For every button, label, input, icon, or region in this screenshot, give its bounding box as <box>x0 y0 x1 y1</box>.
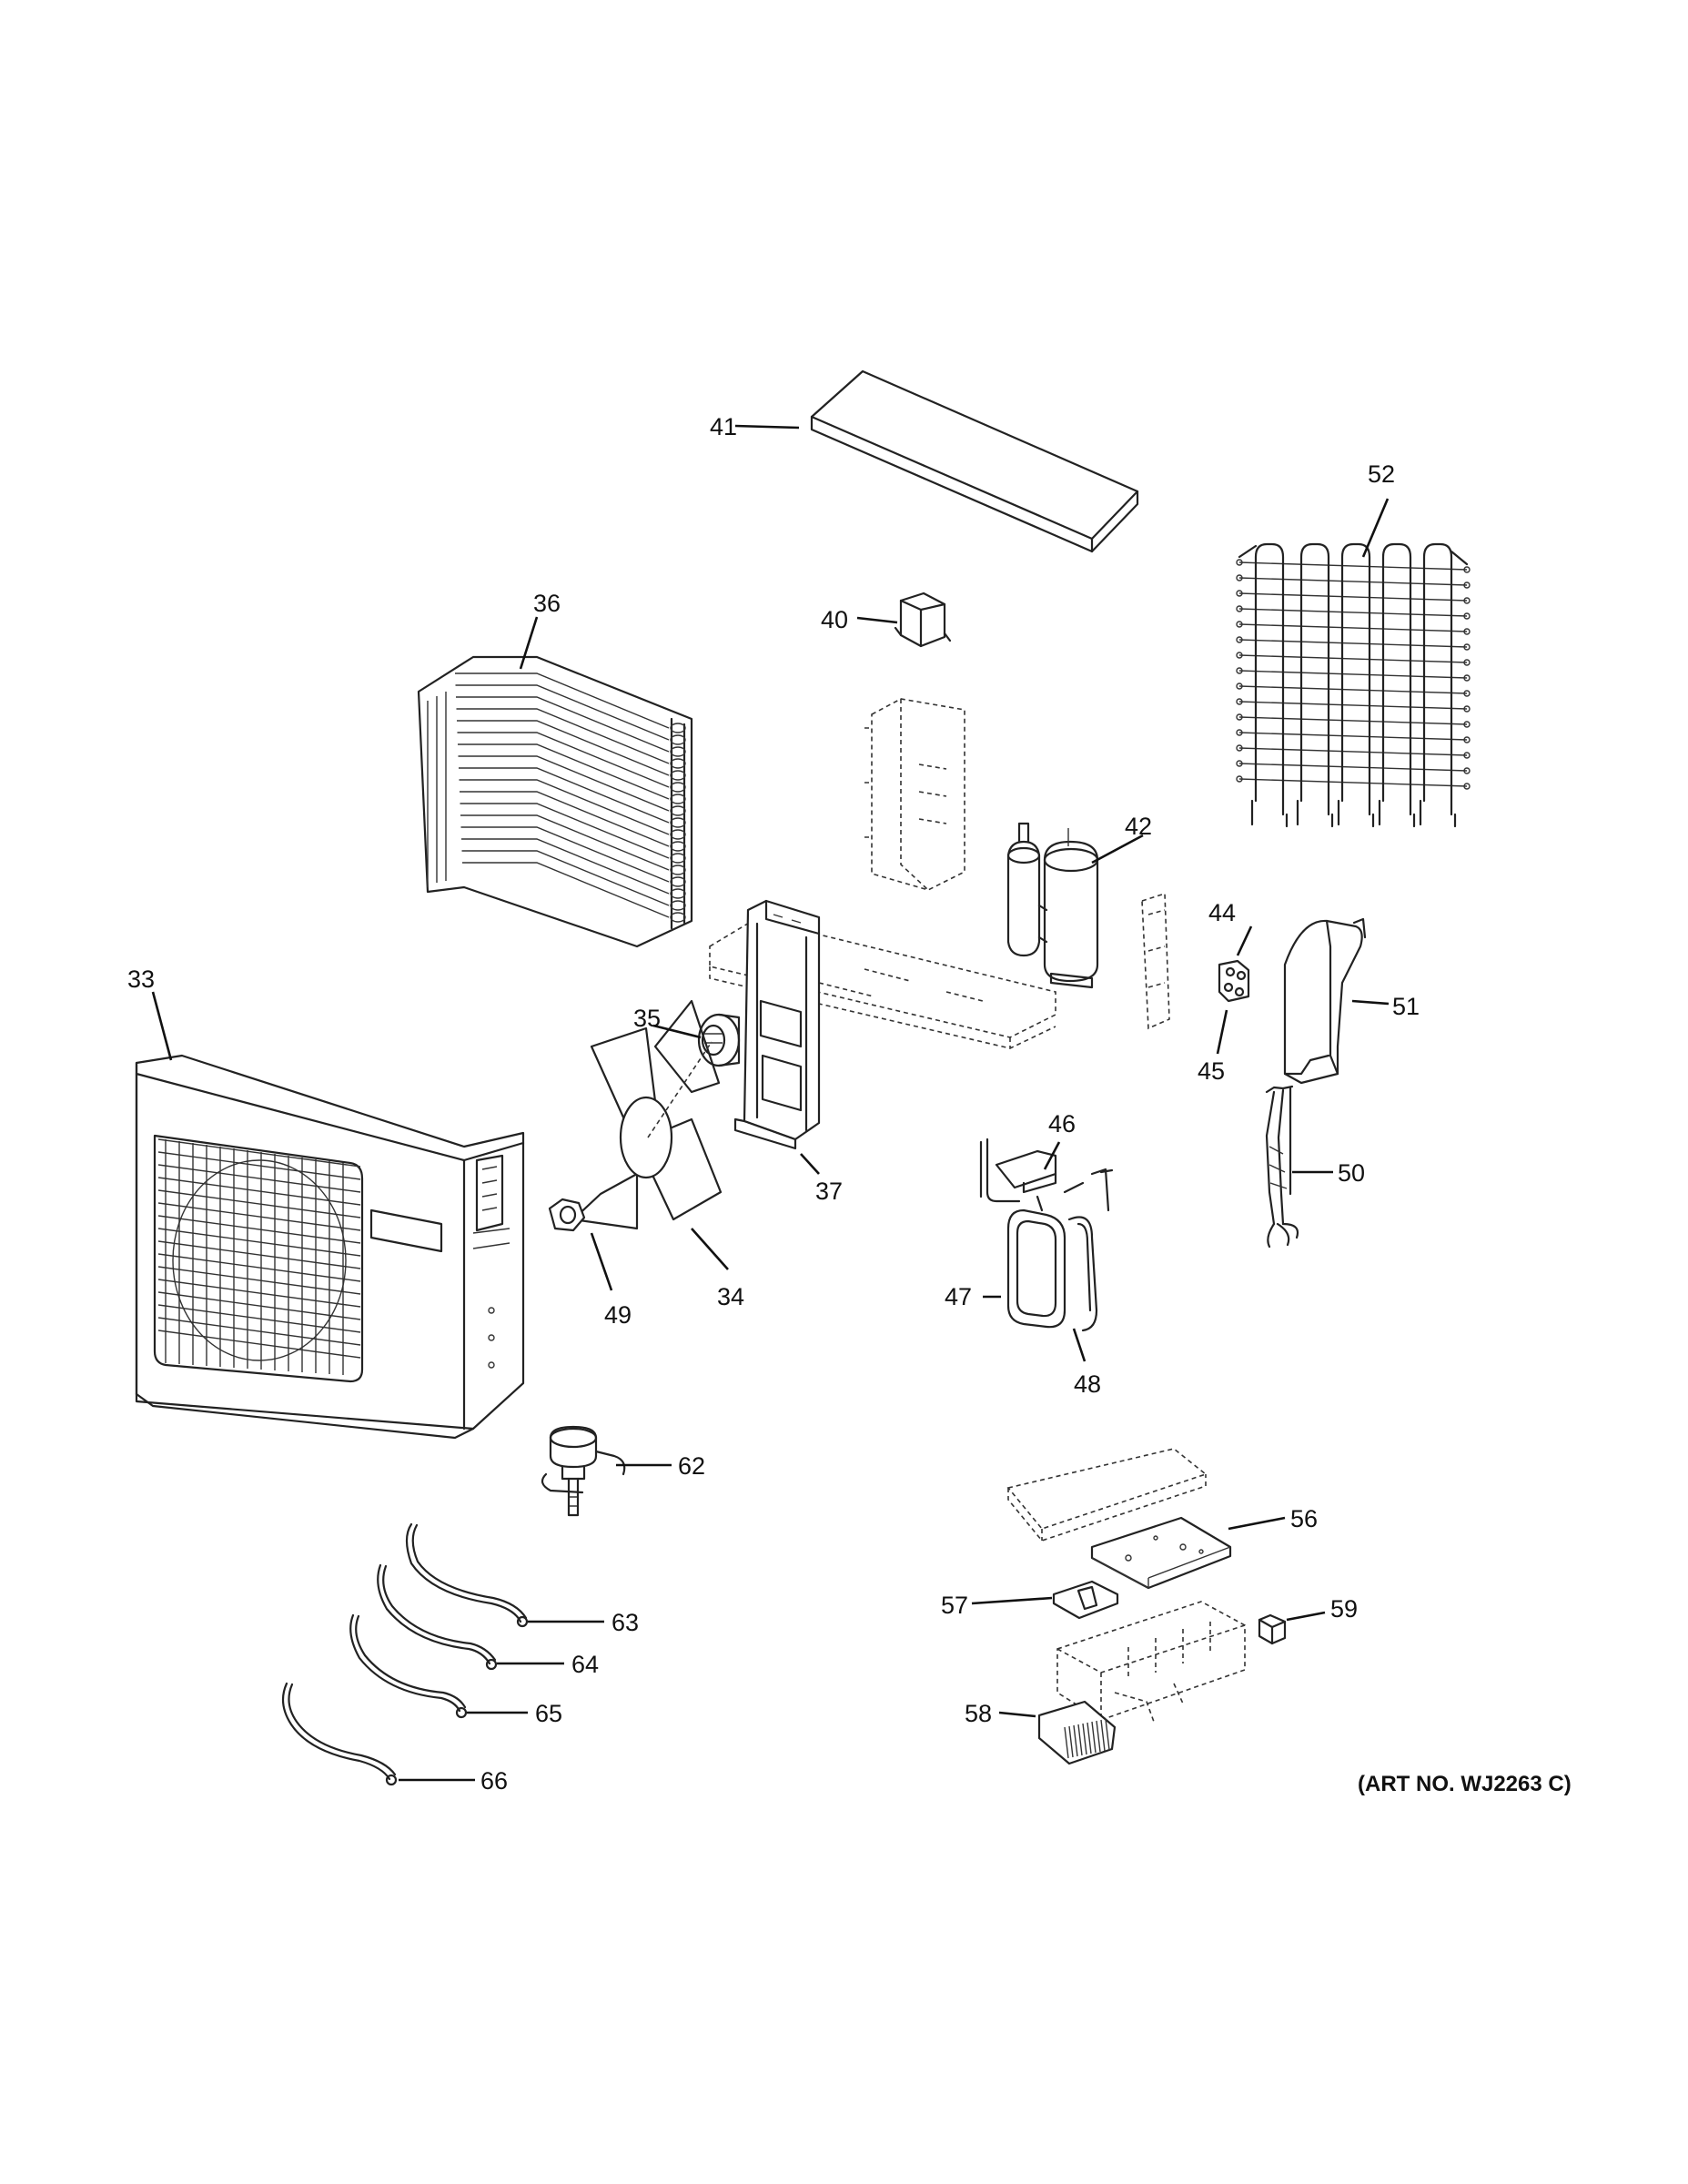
callout-40: 40 <box>821 606 848 633</box>
callout-41: 41 <box>710 413 737 440</box>
callout-59: 59 <box>1330 1595 1358 1623</box>
callout-35: 35 <box>633 1005 661 1032</box>
part-33-outer-cabinet <box>135 1054 525 1440</box>
callout-44: 44 <box>1208 899 1236 926</box>
part-63-tube <box>405 1522 529 1628</box>
callout-46: 46 <box>1048 1110 1076 1138</box>
art-number: (ART NO. WJ2263 C) <box>1358 1772 1572 1796</box>
callout-labels: 41 52 36 40 42 44 51 33 35 45 46 50 37 3… <box>127 413 1572 1796</box>
callout-56: 56 <box>1290 1505 1318 1532</box>
part-37-motor-bracket <box>733 899 821 1150</box>
part-34-fan-blade <box>571 999 723 1230</box>
callout-33: 33 <box>127 966 155 993</box>
callout-48: 48 <box>1074 1370 1101 1398</box>
part-58-heat-sink <box>1037 1700 1117 1765</box>
part-50-wire-harness <box>1265 1085 1299 1249</box>
capacitor-bracket-dashed <box>1141 892 1170 1030</box>
part-41-top-panel <box>810 369 1139 553</box>
part-42-compressor <box>1006 822 1099 989</box>
part-52-wire-coil <box>1236 542 1471 828</box>
callout-37: 37 <box>815 1178 843 1205</box>
part-65-tube <box>349 1613 468 1719</box>
callout-50: 50 <box>1338 1159 1365 1187</box>
callout-63: 63 <box>612 1609 639 1636</box>
part-57-small-board <box>1052 1580 1119 1620</box>
callout-65: 65 <box>535 1700 562 1727</box>
part-59-connector <box>1258 1613 1287 1645</box>
part-66-tube <box>281 1682 398 1786</box>
callout-36: 36 <box>533 590 561 617</box>
part-49-nut <box>548 1198 586 1232</box>
part-36-condenser-coil <box>417 655 693 948</box>
callout-45: 45 <box>1198 1057 1225 1085</box>
part-40-transformer <box>894 592 952 648</box>
callout-49: 49 <box>604 1301 632 1329</box>
callout-51: 51 <box>1392 993 1420 1020</box>
part-64-tube <box>377 1563 498 1671</box>
callout-57: 57 <box>941 1592 968 1619</box>
part-56-control-board <box>1090 1516 1232 1590</box>
callout-62: 62 <box>678 1452 705 1480</box>
callout-47: 47 <box>945 1283 972 1310</box>
control-box-tray-dashed <box>1056 1601 1246 1723</box>
callout-42: 42 <box>1125 813 1152 840</box>
callout-58: 58 <box>965 1700 992 1727</box>
control-box-lid-dashed <box>1006 1448 1208 1542</box>
part-46-47-48-reversing-valve-tubing <box>979 1138 1114 1332</box>
control-bracket-dashed <box>864 698 965 891</box>
leader-lines <box>151 424 1390 1782</box>
part-51-side-cover <box>1283 917 1367 1085</box>
callout-52: 52 <box>1368 460 1395 488</box>
callout-66: 66 <box>480 1767 508 1795</box>
callout-64: 64 <box>571 1651 599 1678</box>
part-62-expansion-valve <box>541 1425 626 1517</box>
part-44-45-fasteners <box>1218 959 1250 1003</box>
callout-34: 34 <box>717 1283 744 1310</box>
